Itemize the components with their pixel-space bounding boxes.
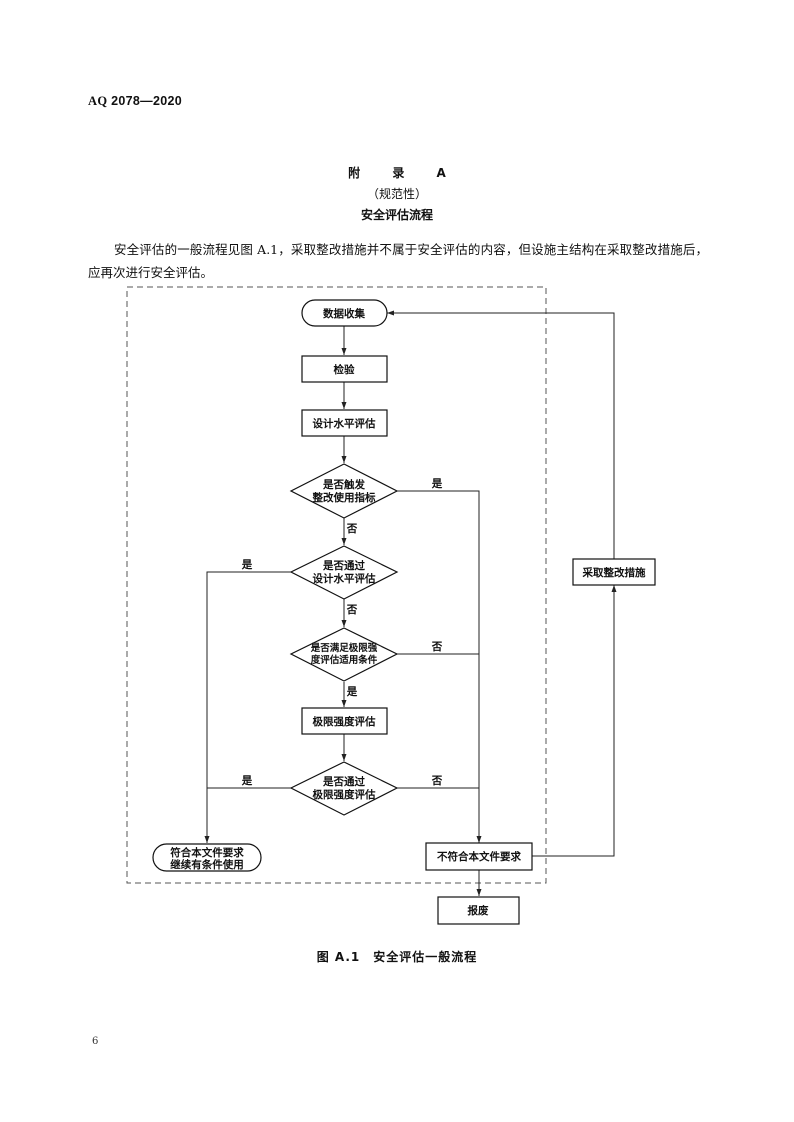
label-decision-trigger-l2: 整改使用指标 xyxy=(312,491,376,504)
edge-passdesign-yes xyxy=(204,571,291,843)
edge-label-trigger-no: 否 xyxy=(346,523,358,535)
node-decision-trigger xyxy=(289,463,399,519)
edge-notconform-to-remediation xyxy=(532,585,617,857)
label-not-conform: 不符合本文件要求 xyxy=(437,850,521,863)
label-decision-ultimate-condition-l1: 是否满足极限强 xyxy=(310,642,378,654)
label-inspection: 检验 xyxy=(334,363,355,376)
label-scrap: 报废 xyxy=(468,904,489,917)
label-decision-ultimate-condition-l2: 度评估适用条件 xyxy=(311,654,378,666)
edge-label-trigger-yes: 是 xyxy=(431,478,443,490)
label-data-collection: 数据收集 xyxy=(322,307,365,320)
node-conform xyxy=(152,843,262,872)
label-conform-l1: 符合本文件要求 xyxy=(170,846,244,859)
label-ultimate-strength-assessment: 极限强度评估 xyxy=(313,715,376,728)
standard-code: AQ 2078—2020 xyxy=(88,94,182,109)
label-decision-pass-ultimate-l2: 极限强度评估 xyxy=(313,788,376,801)
edge-remediation-to-collect xyxy=(387,310,615,559)
label-decision-trigger-l1: 是否触发 xyxy=(322,478,365,491)
node-decision-pass-ultimate xyxy=(289,761,399,816)
edge-label-pass-ultimate-no: 否 xyxy=(431,775,443,787)
edge-label-pass-ultimate-yes: 是 xyxy=(241,775,253,787)
standard-number: 2078—2020 xyxy=(111,94,182,108)
annex-title: 附 录 A xyxy=(348,166,460,180)
node-design-level-assessment xyxy=(301,409,388,437)
label-remediation: 采取整改措施 xyxy=(582,566,646,579)
label-design-level-assessment: 设计水平评估 xyxy=(313,417,376,430)
label-decision-pass-ultimate-l1: 是否通过 xyxy=(322,775,365,788)
node-ultimate-strength-assessment xyxy=(301,707,388,735)
annex-name: 安全评估流程 xyxy=(360,208,433,222)
label-decision-pass-design-l1: 是否通过 xyxy=(322,559,365,572)
edge-label-pass-design-no: 否 xyxy=(346,604,358,616)
dashed-boundary xyxy=(126,286,547,884)
node-inspection xyxy=(301,355,388,383)
node-decision-ultimate-condition xyxy=(289,627,399,682)
edge-trigger-yes xyxy=(397,490,482,843)
label-conform-l2: 继续有条件使用 xyxy=(170,858,244,871)
node-not-conform xyxy=(425,842,533,871)
node-data-collection xyxy=(301,299,388,327)
edge-label-pass-design-yes: 是 xyxy=(241,559,253,571)
node-decision-pass-design xyxy=(289,545,399,600)
node-remediation xyxy=(572,558,656,586)
standard-prefix: AQ xyxy=(88,94,108,108)
intro-paragraph: 安全评估的一般流程见图 A.1，采取整改措施并不属于安全评估的内容，但设施主结构… xyxy=(88,242,708,280)
edge-label-ultimate-condition-no: 否 xyxy=(431,641,443,653)
label-decision-pass-design-l2: 设计水平评估 xyxy=(313,572,376,585)
page-number: 6 xyxy=(92,1036,99,1047)
edge-label-ultimate-condition-yes: 是 xyxy=(346,686,358,698)
annex-nature: （规范性） xyxy=(366,187,427,201)
figure-caption: 图 A.1 安全评估一般流程 xyxy=(316,950,478,964)
node-scrap xyxy=(437,896,520,925)
